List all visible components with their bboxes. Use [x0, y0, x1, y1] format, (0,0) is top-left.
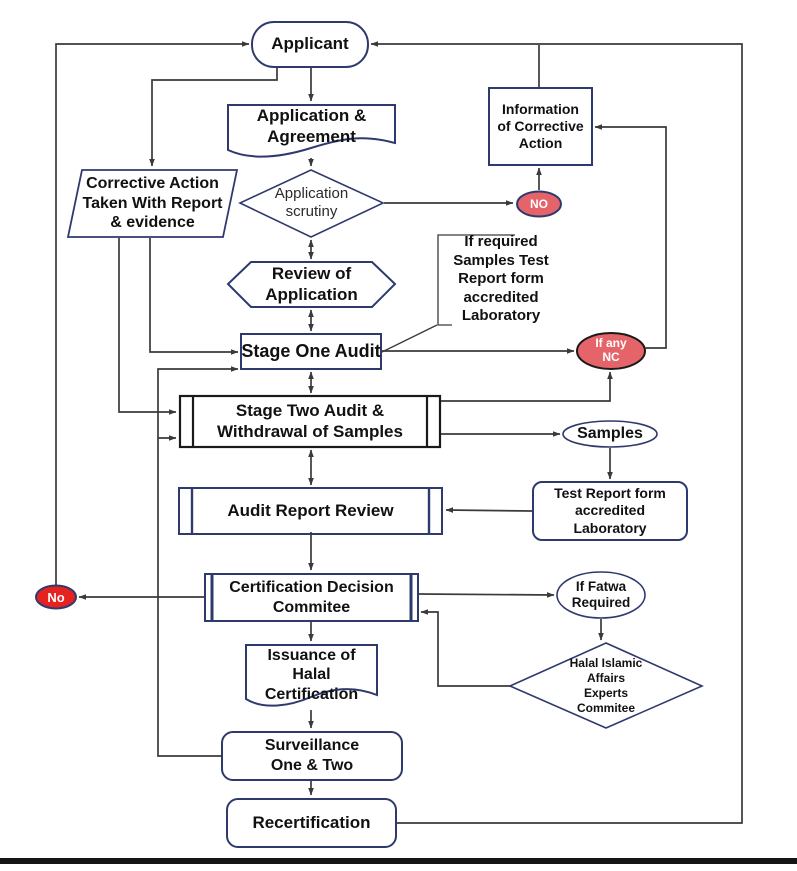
- shape-application-agreement: [227, 104, 396, 158]
- edge-experts-cdc: [420, 609, 510, 687]
- edge-no-to-applicant: [55, 41, 250, 585]
- edge-cdc-fatwa: [418, 592, 555, 598]
- edge-recert-applicant: [370, 41, 743, 824]
- shape-recertification: [226, 798, 397, 848]
- edge-nc-ica: [594, 124, 667, 349]
- connectors: [55, 41, 743, 824]
- note-bracket: [437, 234, 515, 326]
- shape-issuance: [245, 644, 378, 707]
- shape-stage-two-audit: [178, 394, 442, 449]
- shape-no-upper: [516, 190, 562, 218]
- edge-surveillance-stage1: [157, 366, 239, 757]
- note-callout-line: [381, 324, 438, 353]
- edge-applicant-corrective: [149, 68, 278, 167]
- edge-trf-arr: [445, 507, 533, 513]
- shape-if-any-nc: [576, 332, 646, 370]
- node-shapes: [66, 21, 704, 848]
- shape-information-corrective: [488, 87, 593, 166]
- shape-halal-experts: [508, 642, 704, 729]
- shape-applicant: [251, 21, 369, 68]
- bottom-rule: [0, 858, 797, 864]
- shape-if-fatwa: [556, 571, 646, 619]
- shape-corrective-action: [66, 169, 239, 238]
- shape-audit-report-review: [178, 487, 443, 535]
- red-decision-nodes: [35, 190, 646, 610]
- edge-corrective-stage2: [118, 238, 177, 415]
- shape-review-application: [226, 261, 397, 308]
- shape-samples: [562, 420, 658, 448]
- shape-no-lower: [35, 584, 77, 610]
- shape-stage-one-audit: [240, 333, 382, 370]
- edge-corrective-stage1: [149, 238, 239, 355]
- edge-stage2-nc: [441, 371, 613, 402]
- shape-surveillance: [221, 731, 403, 781]
- shape-application-scrutiny: [238, 169, 385, 238]
- shape-certification-decision: [204, 573, 419, 622]
- shape-test-report-lab: [532, 481, 688, 541]
